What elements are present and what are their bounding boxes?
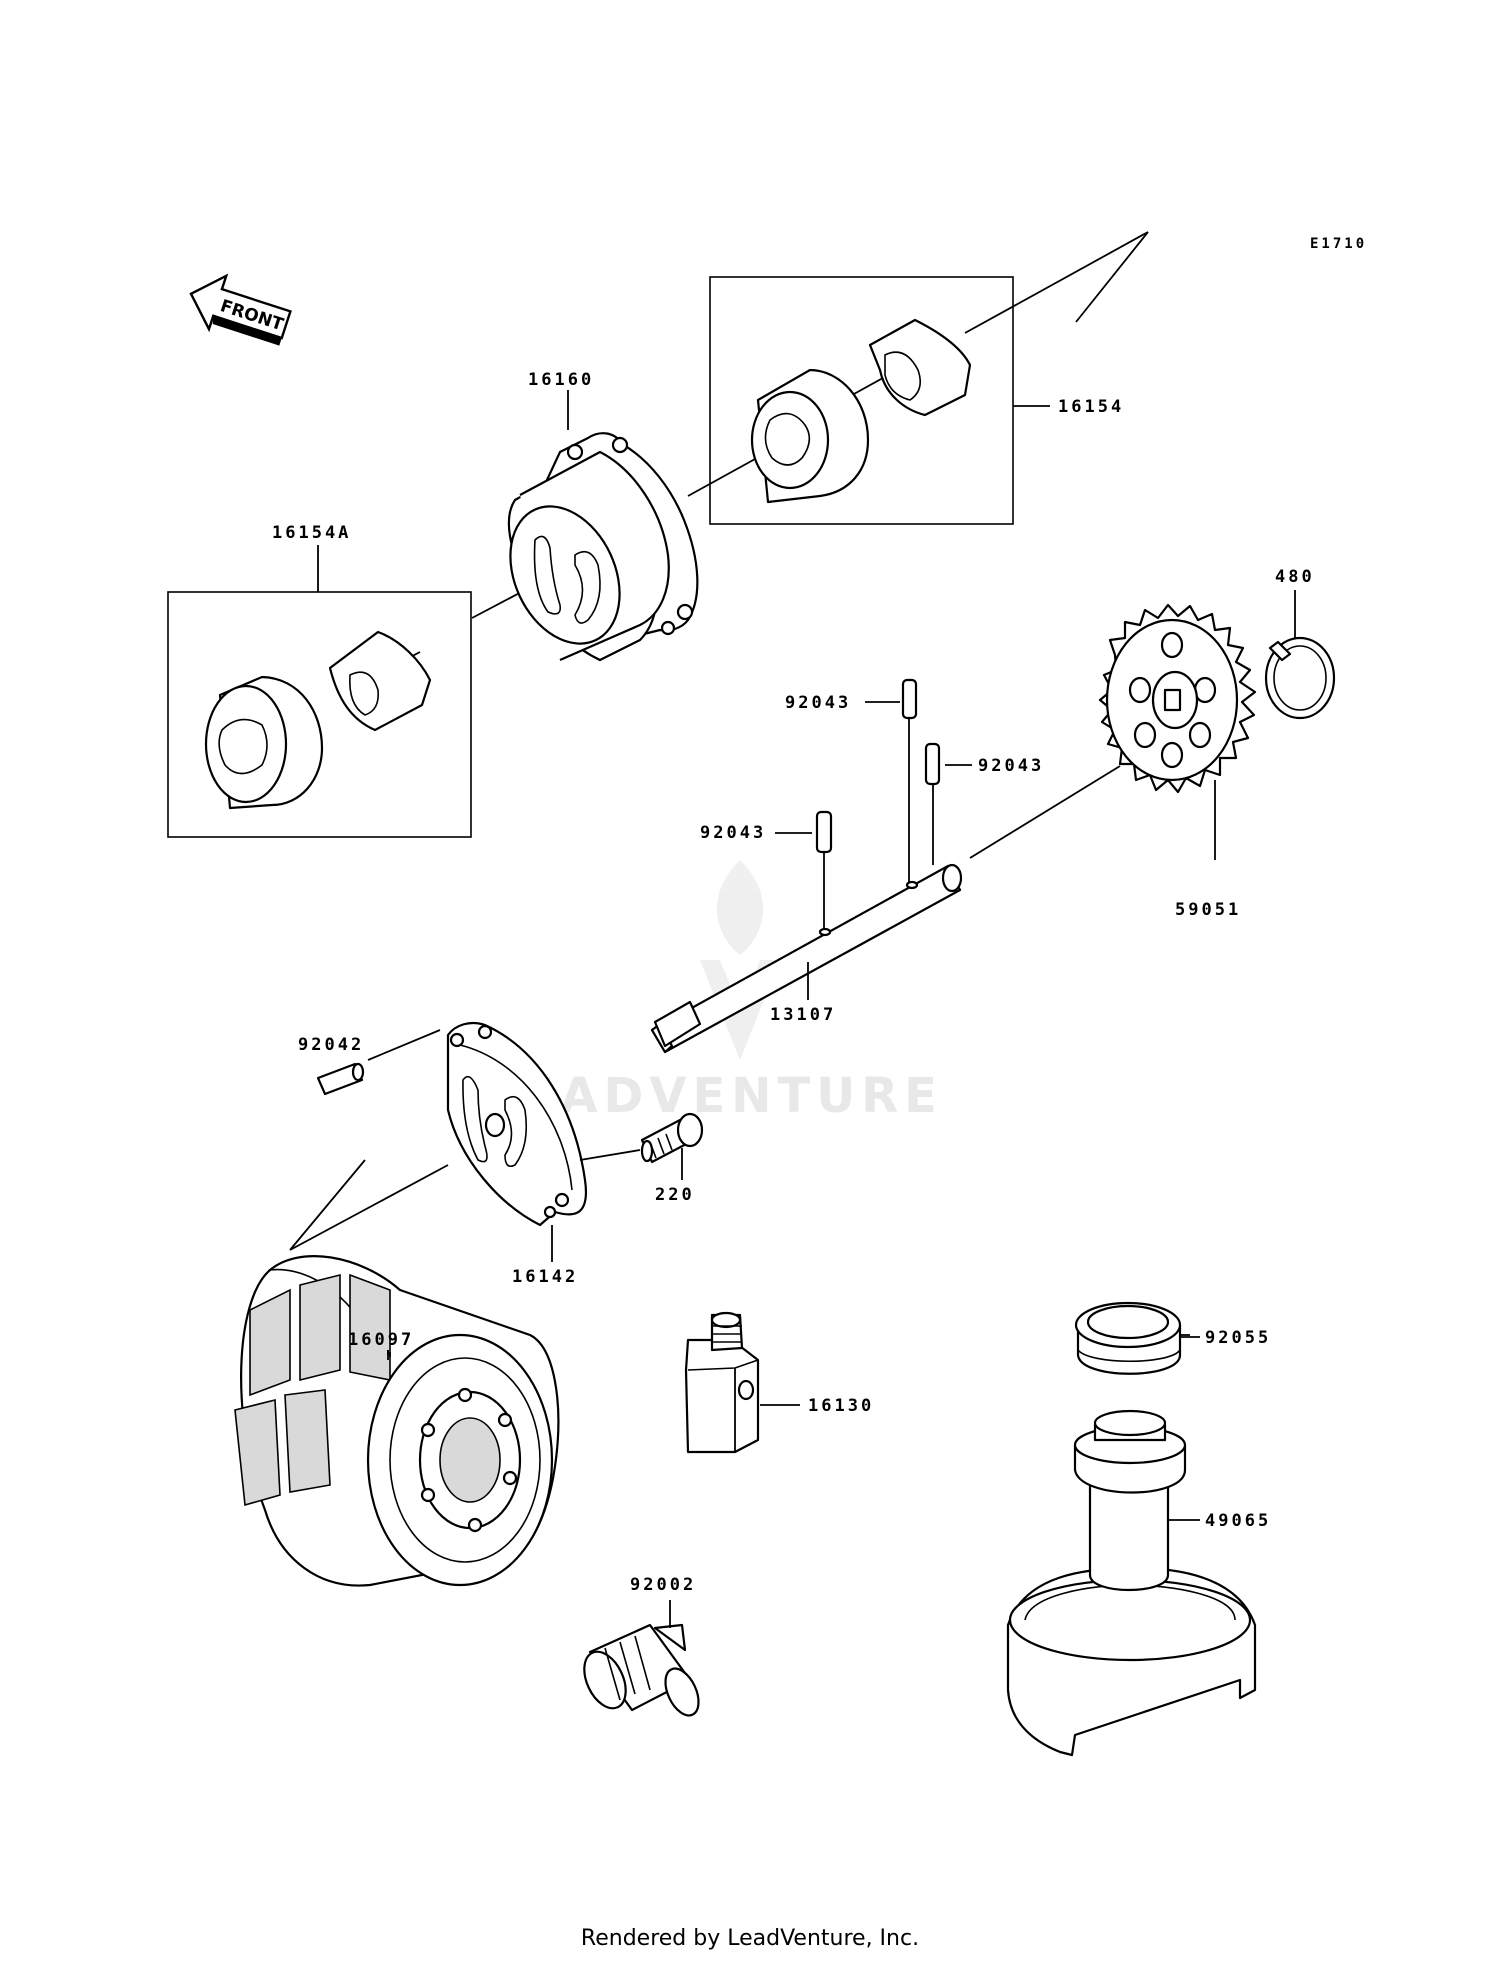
pin-92043-b: 92043 bbox=[924, 742, 1044, 865]
label-13107: 13107 bbox=[770, 1005, 836, 1025]
label-220: 220 bbox=[655, 1185, 695, 1205]
circlip-480: 480 bbox=[1264, 567, 1336, 720]
pin-92043-a: 92043 bbox=[785, 678, 918, 883]
assembly-lines-upper bbox=[356, 231, 1149, 686]
label-16154A: 16154A bbox=[272, 523, 351, 543]
cap-92055: 92055 bbox=[1074, 1301, 1271, 1375]
label-49065: 49065 bbox=[1205, 1511, 1271, 1531]
diagram-code: E1710 bbox=[1310, 236, 1367, 252]
shaft-axis-line bbox=[969, 765, 1121, 859]
pin-92043-c: 92043 bbox=[700, 810, 833, 928]
footer-credit: Rendered by LeadVenture, Inc. bbox=[580, 1926, 920, 1951]
shaft-13107: 13107 bbox=[650, 863, 963, 1054]
label-16097: 16097 bbox=[348, 1330, 414, 1350]
front-arrow-icon: FRONT bbox=[189, 273, 292, 346]
label-16142: 16142 bbox=[512, 1267, 578, 1287]
label-16154: 16154 bbox=[1058, 397, 1124, 417]
outer-rotor-16154A bbox=[204, 675, 324, 810]
watermark: LEADVENTURE bbox=[485, 860, 937, 1124]
inner-rotor-16154 bbox=[868, 318, 972, 417]
fitting-92002: 92002 bbox=[583, 1575, 700, 1717]
bolt-220: 220 bbox=[640, 1112, 704, 1205]
gear-59051: 59051 bbox=[1098, 603, 1257, 920]
fitting-16130: 16130 bbox=[684, 1311, 874, 1454]
label-92055: 92055 bbox=[1205, 1328, 1271, 1348]
box-16154: 16154 bbox=[709, 276, 1124, 525]
label-92002: 92002 bbox=[630, 1575, 696, 1595]
oil-filter-16097: 16097 bbox=[234, 1255, 560, 1587]
pump-body-16160: 16160 bbox=[507, 370, 699, 662]
label-92042: 92042 bbox=[298, 1035, 364, 1055]
dowel-pin-92042: 92042 bbox=[298, 1029, 441, 1096]
pump-cover-16142: 16142 bbox=[446, 1021, 588, 1287]
assembly-lines-lower bbox=[289, 1149, 641, 1251]
inner-rotor-16154A bbox=[328, 630, 432, 732]
label-92043-a: 92043 bbox=[785, 693, 851, 713]
label-92043-c: 92043 bbox=[700, 823, 766, 843]
label-480: 480 bbox=[1275, 567, 1315, 587]
label-59051: 59051 bbox=[1175, 900, 1241, 920]
box-16154A: 16154A bbox=[167, 523, 472, 838]
label-16160: 16160 bbox=[528, 370, 594, 390]
outer-rotor-16154 bbox=[750, 368, 870, 504]
label-92043-b: 92043 bbox=[978, 756, 1044, 776]
tool-49065: 49065 bbox=[1006, 1409, 1271, 1757]
label-16130: 16130 bbox=[808, 1396, 874, 1416]
